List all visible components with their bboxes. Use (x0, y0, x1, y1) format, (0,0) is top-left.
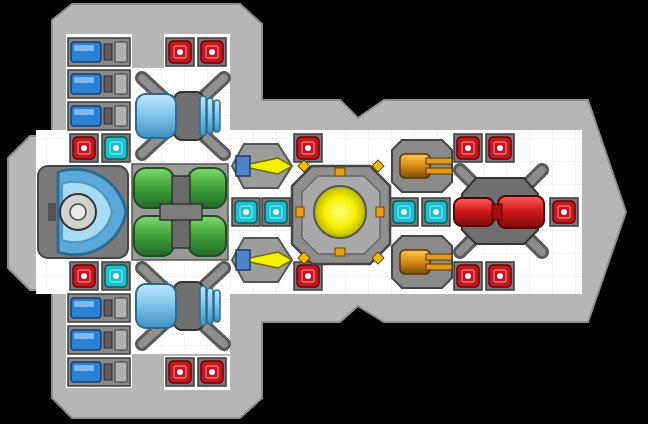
cyan-slot-5[interactable] (389, 197, 419, 227)
blue-module-3[interactable] (67, 101, 131, 131)
slot-icon (305, 145, 311, 151)
slot-icon (81, 273, 87, 279)
slot-icon (305, 273, 311, 279)
slot-icon (177, 49, 183, 55)
slot-icon (465, 273, 471, 279)
slot-layer (69, 37, 579, 387)
blue-module-6[interactable] (67, 357, 131, 387)
slot-icon (561, 209, 567, 215)
slot-icon (113, 273, 119, 279)
gold-turret-bottom[interactable] (391, 235, 453, 289)
red-slot-11[interactable] (453, 261, 483, 291)
red-slot-4[interactable] (69, 261, 99, 291)
shield-dome[interactable] (37, 165, 129, 259)
blue-module-layer (67, 37, 131, 387)
slot-icon (177, 369, 183, 375)
ice-engine-bottom[interactable] (135, 261, 231, 351)
slot-icon (209, 369, 215, 375)
blue-module-1[interactable] (67, 37, 131, 67)
cyan-slot-3[interactable] (231, 197, 261, 227)
cyan-slot-4[interactable] (261, 197, 291, 227)
slot-icon (401, 209, 407, 215)
red-slot-9[interactable] (453, 133, 483, 163)
red-slot-8[interactable] (293, 261, 323, 291)
red-slot-6[interactable] (197, 357, 227, 387)
red-slot-2[interactable] (197, 37, 227, 67)
slot-icon (433, 209, 439, 215)
slot-icon (497, 273, 503, 279)
red-cannon[interactable] (453, 163, 549, 259)
red-slot-3[interactable] (69, 133, 99, 163)
missile-launcher-top[interactable] (230, 143, 294, 189)
blue-module-5[interactable] (67, 325, 131, 355)
missile-launcher-bottom[interactable] (230, 237, 294, 283)
slot-icon (497, 145, 503, 151)
slot-icon (465, 145, 471, 151)
red-slot-7[interactable] (293, 133, 323, 163)
reactor-core[interactable] (290, 159, 392, 266)
blue-module-2[interactable] (67, 69, 131, 99)
cyan-slot-6[interactable] (421, 197, 451, 227)
red-slot-1[interactable] (165, 37, 195, 67)
slot-icon (113, 145, 119, 151)
slot-icon (243, 209, 249, 215)
cyan-slot-1[interactable] (101, 133, 131, 163)
core-orb-icon (313, 185, 367, 239)
red-slot-5[interactable] (165, 357, 195, 387)
gold-turret-top[interactable] (391, 139, 453, 193)
slot-icon (273, 209, 279, 215)
ice-engine-top[interactable] (135, 71, 231, 161)
slot-icon (209, 49, 215, 55)
blue-module-4[interactable] (67, 293, 131, 323)
slot-icon (81, 145, 87, 151)
green-fuel-tank[interactable] (131, 163, 229, 261)
cyan-slot-2[interactable] (101, 261, 131, 291)
red-slot-10[interactable] (485, 133, 515, 163)
red-slot-12[interactable] (485, 261, 515, 291)
red-slot-13[interactable] (549, 197, 579, 227)
